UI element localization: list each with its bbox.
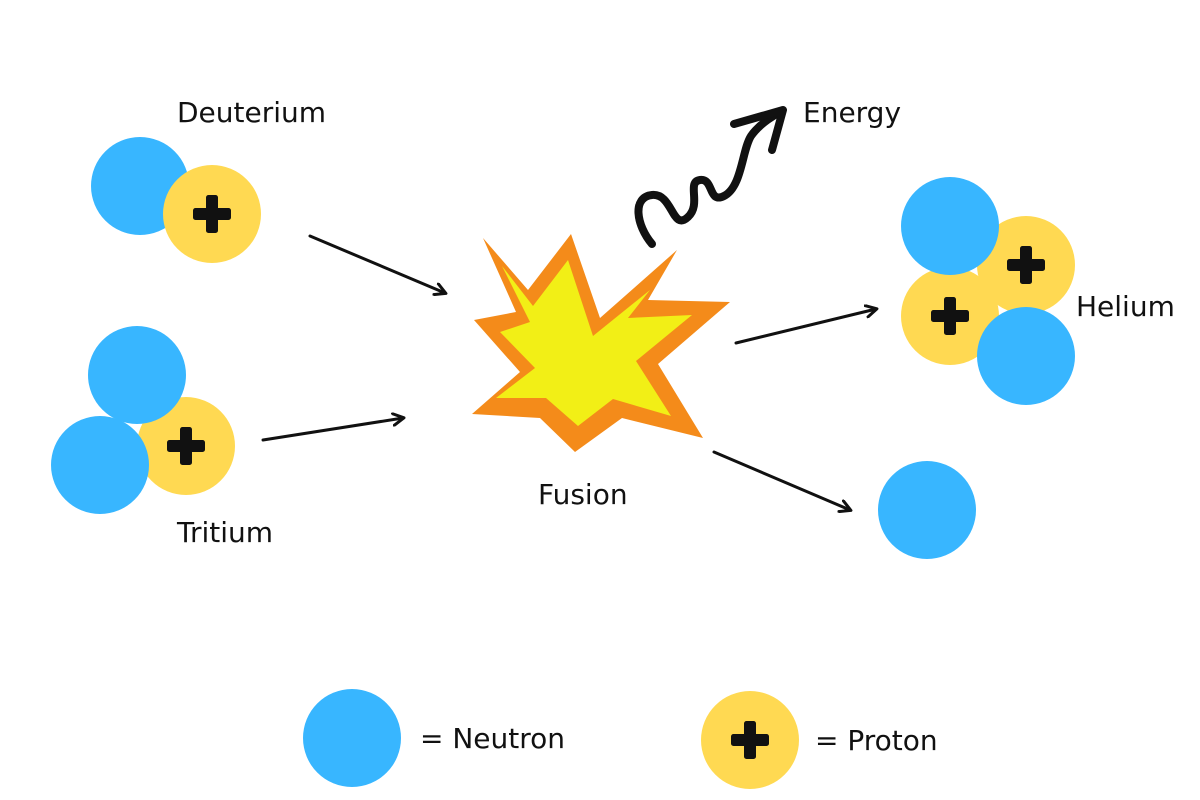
tritium-nucleus: [51, 326, 235, 514]
legend-proton-label: = Proton: [815, 724, 938, 757]
neutron-icon: [977, 307, 1075, 405]
fusion-label: Fusion: [538, 478, 628, 511]
neutron-icon: [901, 177, 999, 275]
energy-squiggle-icon: [634, 106, 787, 248]
deuterium-label: Deuterium: [177, 96, 326, 129]
deuterium-arrow: [308, 234, 445, 293]
legend-proton-icon: [701, 691, 799, 789]
helium-label: Helium: [1076, 290, 1175, 323]
legend: = Neutron = Proton: [303, 689, 938, 789]
neutron-icon: [88, 326, 186, 424]
proton-icon: [137, 397, 235, 495]
free-neutron-icon: [878, 461, 976, 559]
proton-icon: [901, 267, 999, 365]
proton-icon: [977, 216, 1075, 314]
neutron-output-arrow: [712, 450, 850, 510]
fusion-burst-icon: [472, 234, 730, 452]
neutron-icon: [51, 416, 149, 514]
helium-nucleus: [901, 177, 1075, 405]
legend-neutron-icon: [303, 689, 401, 787]
deuterium-nucleus: [91, 137, 261, 263]
energy-label: Energy: [803, 96, 901, 129]
proton-icon: [163, 165, 261, 263]
legend-neutron-label: = Neutron: [420, 722, 565, 755]
tritium-arrow: [261, 418, 403, 442]
helium-arrow: [734, 309, 876, 345]
tritium-label: Tritium: [176, 516, 273, 549]
